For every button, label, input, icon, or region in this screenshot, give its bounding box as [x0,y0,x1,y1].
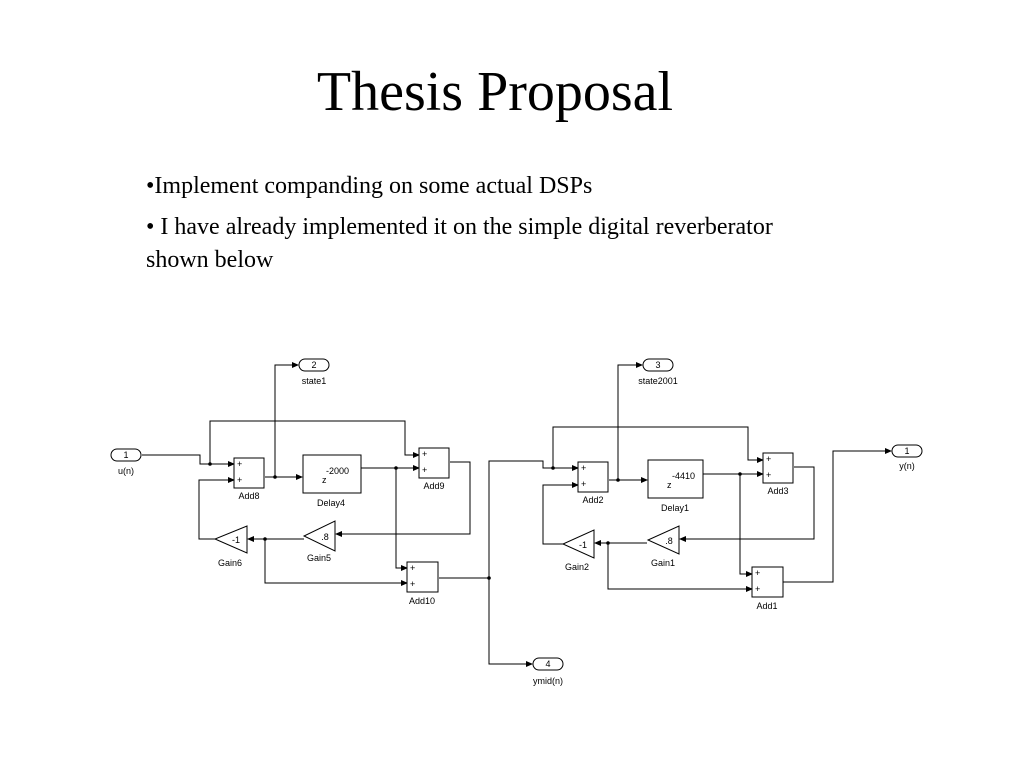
svg-text:Gain6: Gain6 [218,558,242,568]
sum-block-add1: + + Add1 [751,566,784,611]
svg-text:y(n): y(n) [899,461,915,471]
sum-block-add9: + + Add9 [418,447,450,491]
wire-add3-to-gain1 [679,466,815,542]
wire-delay1-to-add1 [739,474,753,577]
wire-to-add1 [607,543,753,592]
svg-text:+: + [410,579,415,589]
inport-un: 1 u(n) [110,448,142,476]
svg-text:state2001: state2001 [638,376,678,386]
gain-block-gain1: .8 Gain1 [646,525,680,568]
svg-text:ymid(n): ymid(n) [533,676,563,686]
svg-text:4: 4 [545,659,550,669]
svg-text:1: 1 [123,450,128,460]
svg-text:+: + [237,475,242,485]
sum-block-add10: + + Add10 [406,561,439,606]
svg-text:Add10: Add10 [409,596,435,606]
svg-text:Add1: Add1 [756,601,777,611]
svg-text:-1: -1 [232,535,240,545]
svg-text:Gain2: Gain2 [565,562,589,572]
svg-text:3: 3 [655,360,660,370]
gain-block-gain2: -1 Gain2 [561,529,595,572]
wire-to-state1 [274,362,299,477]
wire-to-state2001 [617,362,643,480]
svg-text:+: + [410,563,415,573]
svg-text:+: + [581,463,586,473]
svg-text:1: 1 [904,446,909,456]
svg-text:.8: .8 [321,532,329,542]
svg-text:Add8: Add8 [238,491,259,501]
gain-block-gain5: .8 Gain5 [302,520,336,563]
outport-yn: 1 y(n) [891,444,923,471]
wire-add9-to-gain5 [335,461,471,537]
svg-text:+: + [581,479,586,489]
wire-to-ymid [488,578,533,667]
svg-text:+: + [766,454,771,464]
svg-text:2: 2 [311,360,316,370]
wire-add1-to-yn [783,448,892,583]
svg-text:Add9: Add9 [423,481,444,491]
wire-delay4-to-add10 [395,468,408,571]
svg-text:+: + [755,584,760,594]
svg-text:Add3: Add3 [767,486,788,496]
sum-block-add8: + + Add8 [233,457,265,501]
signal-wires [142,362,892,667]
svg-text:+: + [422,465,427,475]
delay-block-delay1: -4410 z Delay1 [647,459,704,513]
outport-ymid: 4 ymid(n) [532,657,564,686]
gain-block-gain6: -1 Gain6 [213,525,248,568]
sum-block-add2: + + Add2 [577,461,609,505]
bullet-reverberator: • I have already implemented it on the s… [146,214,773,273]
svg-text:state1: state1 [302,376,327,386]
outport-state2001: 3 state2001 [638,358,678,386]
junction-dots [208,462,742,580]
svg-text:z: z [322,475,327,485]
svg-text:.8: .8 [665,536,673,546]
svg-text:+: + [237,459,242,469]
wire-feedforward-to-add3 [552,426,764,468]
svg-text:Add2: Add2 [582,495,603,505]
svg-text:Delay1: Delay1 [661,503,689,513]
wire-to-add10 [264,539,408,586]
svg-text:-4410: -4410 [672,471,695,481]
svg-text:Gain5: Gain5 [307,553,331,563]
delay-block-delay4: -2000 z Delay4 [302,454,362,508]
svg-text:-1: -1 [579,540,587,550]
svg-text:-2000: -2000 [326,466,349,476]
outport-state1: 2 state1 [298,358,330,386]
svg-text:z: z [667,480,672,490]
svg-text:u(n): u(n) [118,466,134,476]
svg-text:+: + [766,470,771,480]
svg-text:Gain1: Gain1 [651,558,675,568]
wire-gain2-to-add2 [542,482,579,545]
svg-text:+: + [755,568,760,578]
slide-title: Thesis Proposal [316,61,674,123]
wire-in-to-add8 [142,454,235,467]
sum-block-add3: + + Add3 [762,452,794,496]
wire-gain6-to-add8 [198,477,235,540]
svg-text:Delay4: Delay4 [317,498,345,508]
bullet-companding: •Implement companding on some actual DSP… [146,173,593,199]
wire-to-add2 [488,460,579,578]
svg-text:+: + [422,449,427,459]
wire-feedforward-to-add9 [209,420,420,464]
